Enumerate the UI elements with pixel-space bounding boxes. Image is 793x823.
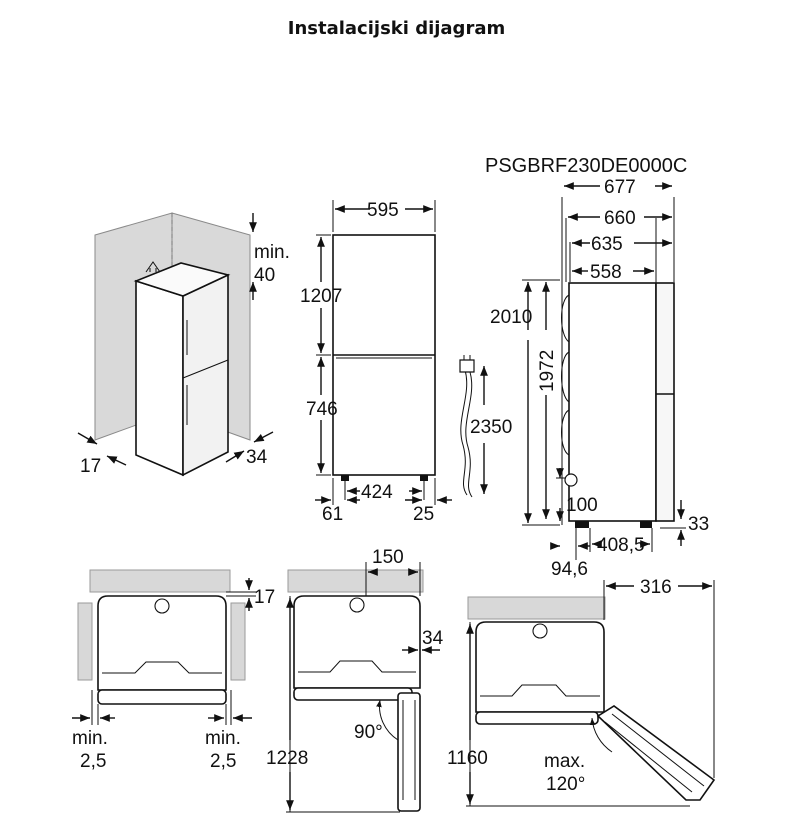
top-view-door-120: 316 max. 120° 1160: [447, 577, 716, 807]
foot-offset-94-6: 94,6: [551, 559, 588, 580]
foot-left-61: 61: [322, 504, 343, 525]
side-gap-right: 34: [246, 447, 268, 468]
side-view: PSGBRF230DE0000C 677 660 635 558: [485, 155, 709, 580]
max-label: max.: [544, 751, 585, 772]
depth-1228: 1228: [266, 748, 308, 769]
top-gap-17: 17: [254, 587, 275, 608]
plug-height-100: 100: [566, 495, 598, 516]
top-view-clearance: 17 min. 2,5 min. 2,5: [72, 569, 275, 772]
foot-spacing-424: 424: [361, 482, 393, 503]
fridge-top-outline: [97, 595, 227, 691]
side-gap-left: 17: [80, 456, 101, 477]
angle-120: 120°: [546, 774, 585, 795]
perspective-view: min. 40 17 34: [77, 212, 290, 477]
power-icon: [532, 623, 548, 639]
width-595: 595: [367, 200, 399, 221]
foot-depth-408-5: 408,5: [597, 535, 645, 556]
front-view: 595 1207 746 424 61 25: [300, 200, 452, 525]
upper-height-1207: 1207: [300, 286, 342, 307]
top-view-door-90: 150 34 90° 1228: [266, 547, 444, 813]
door-clear-34: 34: [422, 628, 444, 649]
door-width-316: 316: [640, 577, 672, 598]
power-socket-icon: [564, 473, 578, 487]
fridge-top-face: [133, 262, 231, 297]
min-left-label: min.: [72, 728, 108, 749]
model-number: PSGBRF230DE0000C: [485, 155, 687, 177]
fridge-front-face: [135, 279, 184, 477]
height-2010: 2010: [490, 307, 532, 328]
open-door-120: [596, 705, 716, 801]
top-clearance-label: min.: [254, 242, 290, 263]
ventilation-arrow-icon: [145, 261, 161, 273]
height-1972: 1972: [537, 350, 558, 392]
lower-height-746: 746: [306, 399, 338, 420]
min-left-value: 2,5: [80, 751, 106, 772]
angle-90: 90°: [354, 722, 383, 743]
power-icon: [349, 597, 365, 613]
depth-660: 660: [604, 208, 636, 229]
foot-right-25: 25: [413, 504, 434, 525]
depth-558: 558: [590, 262, 622, 283]
depth-635: 635: [591, 234, 623, 255]
hinge-offset-150: 150: [372, 547, 404, 568]
min-right-value: 2,5: [210, 751, 236, 772]
plug-icon: [459, 359, 475, 373]
wall-hatch: [89, 569, 231, 593]
power-icon: [154, 598, 170, 614]
min-right-label: min.: [205, 728, 241, 749]
bottom-gap-33: 33: [688, 514, 709, 535]
depth-677: 677: [604, 177, 636, 198]
depth-1160: 1160: [447, 748, 488, 769]
cable-length-2350: 2350: [470, 417, 512, 438]
open-door-90: [397, 692, 421, 812]
top-clearance-value: 40: [254, 265, 275, 286]
power-cable: 2350: [459, 355, 512, 498]
diagram-title: Instalacijski dijagram: [287, 18, 506, 39]
fridge-side-outline: [568, 282, 657, 522]
